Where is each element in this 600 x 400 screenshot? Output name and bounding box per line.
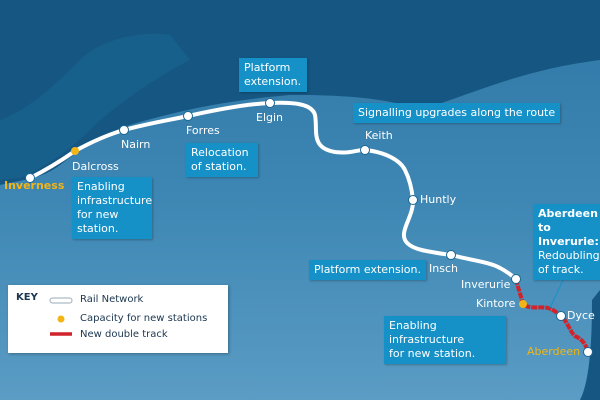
key-symbols xyxy=(49,297,73,336)
station-dot-inverurie xyxy=(511,274,521,284)
station-label-keith: Keith xyxy=(365,129,393,142)
callout-text: station. xyxy=(77,222,119,235)
new-station-dot-dalcross xyxy=(71,147,79,155)
station-label-elgin: Elgin xyxy=(256,111,284,124)
station-label-huntly: Huntly xyxy=(420,193,457,206)
callout-forres: Relocation of station. xyxy=(186,143,258,177)
east-sea xyxy=(580,290,600,400)
map-key: KEY Rail Network Capacity for new statio… xyxy=(8,285,228,353)
new-station-dot-kintore xyxy=(519,300,527,308)
callout-title: Inverurie: xyxy=(538,235,599,248)
new-station-swatch xyxy=(57,315,65,323)
callout-text: Enabling infrastructure xyxy=(389,319,465,346)
station-dot-huntly xyxy=(408,195,418,205)
station-label-inverness: Inverness xyxy=(4,179,65,192)
station-dot-dyce xyxy=(556,311,566,321)
callout-text: extension. xyxy=(244,75,302,88)
key-title: KEY xyxy=(16,292,38,303)
firth-shore xyxy=(0,33,190,180)
callout-aberdeen-inverurie: Aberdeen to Inverurie: Redoubling of tra… xyxy=(533,204,600,280)
callout-text: for new station. xyxy=(389,347,476,360)
callout-text: infrastructure xyxy=(77,194,153,207)
station-dot-keith xyxy=(360,145,370,155)
station-label-nairn: Nairn xyxy=(121,138,151,151)
station-dot-insch xyxy=(446,250,456,260)
callout-insch: Platform extension. xyxy=(309,260,427,280)
station-label-insch: Insch xyxy=(429,262,458,275)
key-item-rail-network: Rail Network xyxy=(80,294,144,305)
station-dot-inverness xyxy=(25,173,35,183)
callout-text: Redoubling xyxy=(538,249,600,262)
station-label-kintore: Kintore xyxy=(476,297,516,310)
callout-elgin: Platform extension. xyxy=(239,58,307,92)
station-dot-forres xyxy=(183,111,193,121)
callout-signalling: Signalling upgrades along the route xyxy=(353,103,561,123)
station-dot-elgin xyxy=(265,98,275,108)
callout-text: of track. xyxy=(538,263,584,276)
callout-title: Aberdeen to xyxy=(538,207,598,234)
callout-kintore: Enabling infrastructure for new station. xyxy=(384,316,506,364)
station-label-aberdeen: Aberdeen xyxy=(527,345,581,358)
rail-network-swatch xyxy=(49,297,73,304)
callout-text: Enabling xyxy=(77,180,125,193)
station-label-dyce: Dyce xyxy=(567,309,595,322)
callout-text: for new xyxy=(77,208,119,221)
station-dot-aberdeen xyxy=(583,347,593,357)
station-dot-nairn xyxy=(119,125,129,135)
rail-network-line xyxy=(29,100,518,281)
key-item-new-stations: Capacity for new stations xyxy=(80,313,208,324)
station-label-inverurie: Inverurie xyxy=(461,278,511,291)
station-label-dalcross: Dalcross xyxy=(72,160,119,173)
key-item-double-track: New double track xyxy=(80,329,168,340)
callout-text: Relocation xyxy=(191,146,249,159)
station-label-forres: Forres xyxy=(186,124,220,137)
callout-text: Platform xyxy=(244,61,291,74)
callout-text: of station. xyxy=(191,160,247,173)
callout-dalcross: Enabling infrastructure for new station. xyxy=(72,177,152,239)
